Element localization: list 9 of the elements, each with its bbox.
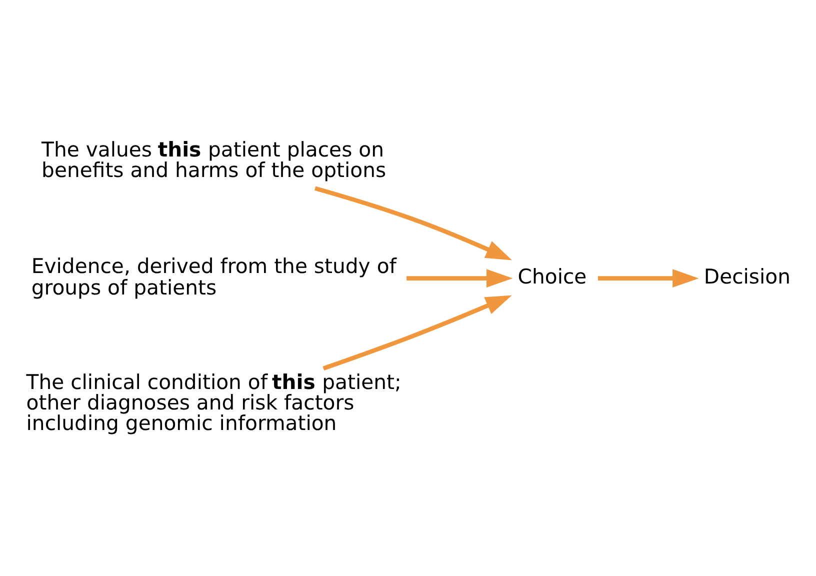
node-text: Evidence, derived from the study of groups of patients [31, 253, 396, 300]
arrow [598, 268, 699, 287]
arrow [314, 186, 512, 260]
node-text: The clinical condition of this patient; other diagnoses and risk factors including genomic information [26, 370, 402, 434]
arrow [322, 294, 512, 370]
arrow [406, 268, 513, 287]
node-text: Decision [704, 264, 791, 288]
node-text: The values this patient places on benefits and harms of the options [42, 136, 386, 182]
node-text: Choice [518, 264, 587, 288]
